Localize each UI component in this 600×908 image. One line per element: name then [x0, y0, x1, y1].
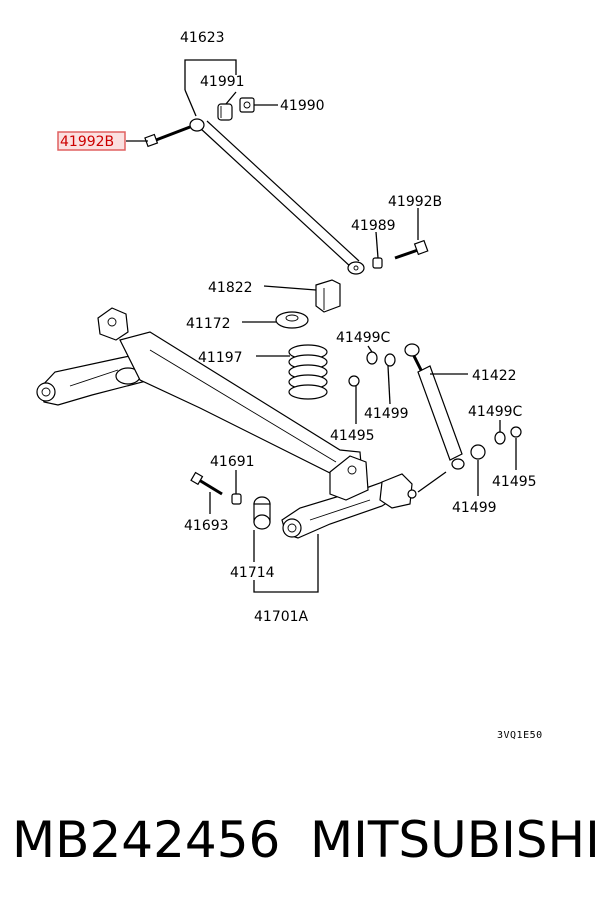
bolt-41693 — [190, 471, 223, 496]
bump-stop-41822 — [315, 279, 341, 313]
label-41499: 41499 — [364, 406, 409, 422]
coil-spring-41197 — [288, 344, 328, 400]
label-41499-right: 41499 — [452, 500, 497, 516]
label-41499c: 41499C — [336, 330, 391, 346]
label-41989: 41989 — [351, 218, 396, 234]
label-41822: 41822 — [208, 280, 253, 296]
bolt-41992b-right — [394, 239, 429, 260]
bushing-41714 — [253, 496, 271, 530]
bushing-41991 — [217, 103, 233, 121]
label-41693: 41693 — [184, 518, 229, 534]
label-41197: 41197 — [198, 350, 243, 366]
label-41992b-highlighted: 41992B — [60, 134, 114, 150]
nut-41990 — [239, 97, 255, 113]
diagram-code: 3VQ1E50 — [497, 730, 543, 741]
label-41499c-right: 41499C — [468, 404, 523, 420]
label-41714: 41714 — [230, 565, 275, 581]
label-41691: 41691 — [210, 454, 255, 470]
part-number: MB242456 — [12, 811, 281, 869]
bolt-41992b-left — [144, 125, 191, 148]
brand-name: MITSUBISHI — [310, 811, 600, 869]
part-labels: 41623 41991 41990 41992B 41992B 41989 41… — [60, 30, 537, 625]
label-41495: 41495 — [330, 428, 375, 444]
label-41422: 41422 — [472, 368, 517, 384]
label-41701a: 41701A — [254, 609, 309, 625]
label-41172: 41172 — [186, 316, 231, 332]
lateral-rod — [189, 118, 365, 275]
label-41623: 41623 — [180, 30, 225, 46]
highlight-box — [57, 131, 126, 151]
axle-beam — [36, 307, 417, 539]
part-footer: MB242456 MITSUBISHI — [0, 800, 600, 880]
nut-41989 — [372, 257, 383, 269]
label-41992b: 41992B — [388, 194, 442, 210]
nut-41691 — [231, 493, 242, 505]
label-41495-right: 41495 — [492, 474, 537, 490]
shock-lower-hardware — [470, 426, 522, 460]
label-41991: 41991 — [200, 74, 245, 90]
parts-diagram: 41623 41991 41990 41992B 41992B 41989 41… — [36, 30, 543, 741]
label-41990: 41990 — [280, 98, 325, 114]
spring-seat-41172 — [275, 311, 309, 329]
shock-absorber-41422 — [404, 343, 465, 470]
leader-lines — [126, 59, 517, 593]
